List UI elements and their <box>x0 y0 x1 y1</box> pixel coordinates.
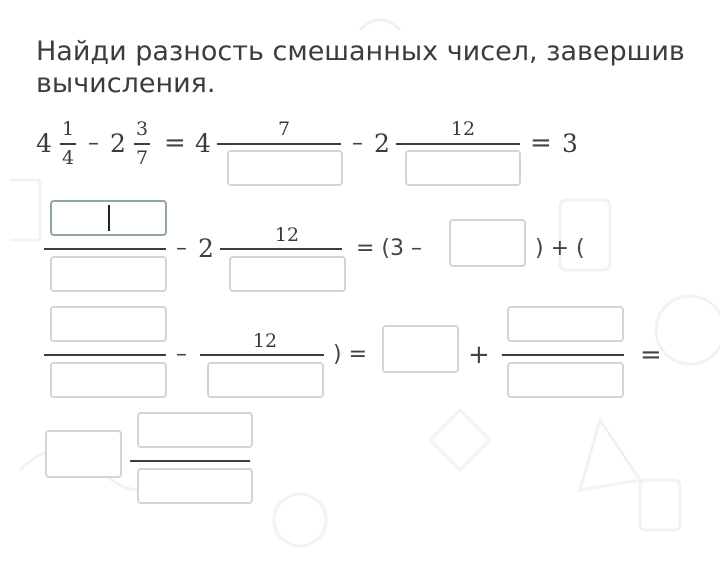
mixed-b-numerator: 3 <box>135 118 149 140</box>
row2-whole: 2 <box>198 234 214 263</box>
mixed-d-fraction-bar <box>396 143 520 145</box>
equals-sign: = <box>164 128 186 158</box>
mixed-c-denominator-input[interactable] <box>227 150 343 186</box>
mixed-a-whole: 4 <box>36 129 52 158</box>
mixed-b-denominator: 7 <box>135 147 149 169</box>
mixed-b-fraction-bar <box>134 143 150 145</box>
minus-sign: – <box>352 131 363 156</box>
mixed-a-numerator: 1 <box>61 118 75 140</box>
row2-fraction-bar <box>220 248 342 250</box>
mixed-b-whole: 2 <box>110 129 126 158</box>
row2-whole-input[interactable] <box>449 219 526 267</box>
mixed-a-denominator: 4 <box>61 147 75 169</box>
answer-denominator-input[interactable] <box>137 468 253 504</box>
row3-first-fraction-bar <box>44 354 166 356</box>
answer-numerator-input[interactable] <box>137 412 253 448</box>
row3-second-denominator-input[interactable] <box>507 362 624 398</box>
minus-sign: – <box>176 236 187 261</box>
expression-close-equals: ) = <box>333 342 368 367</box>
row3-denominator-input[interactable] <box>207 362 324 398</box>
mixed-d-whole: 2 <box>374 129 390 158</box>
row3-numerator: 12 <box>252 330 278 352</box>
text-cursor <box>108 205 110 231</box>
mixed-c-whole: 4 <box>195 129 211 158</box>
row2-first-fraction-bar <box>44 248 166 250</box>
answer-fraction-bar <box>130 460 250 462</box>
mixed-a-fraction-bar <box>60 143 76 145</box>
row3-second-numerator-input[interactable] <box>507 306 624 342</box>
row3-whole-input[interactable] <box>382 325 459 373</box>
minus-sign: – <box>176 342 187 367</box>
equals-sign: = <box>640 340 662 370</box>
answer-whole-input[interactable] <box>45 430 122 478</box>
row2-denominator-input[interactable] <box>229 256 346 292</box>
row2-numerator: 12 <box>274 224 300 246</box>
mixed-c-fraction-bar <box>217 143 341 145</box>
row3-fraction-bar <box>200 354 324 356</box>
plus-sign: + <box>468 340 490 370</box>
row3-first-numerator-input[interactable] <box>50 306 167 342</box>
mixed-d-denominator-input[interactable] <box>405 150 521 186</box>
expression-open: = (3 – <box>356 236 422 261</box>
row3-first-denominator-input[interactable] <box>50 362 167 398</box>
task-title: Найди разность смешанных чисел, завершив… <box>36 36 685 99</box>
expression-close: ) + ( <box>535 236 585 261</box>
row3-second-fraction-bar <box>502 354 624 356</box>
result-whole: 3 <box>562 129 578 158</box>
mixed-d-numerator: 12 <box>450 118 476 140</box>
row2-first-denominator-input[interactable] <box>50 256 167 292</box>
equals-sign: = <box>530 128 552 158</box>
minus-sign: – <box>88 131 99 156</box>
mixed-c-numerator: 7 <box>277 118 291 140</box>
